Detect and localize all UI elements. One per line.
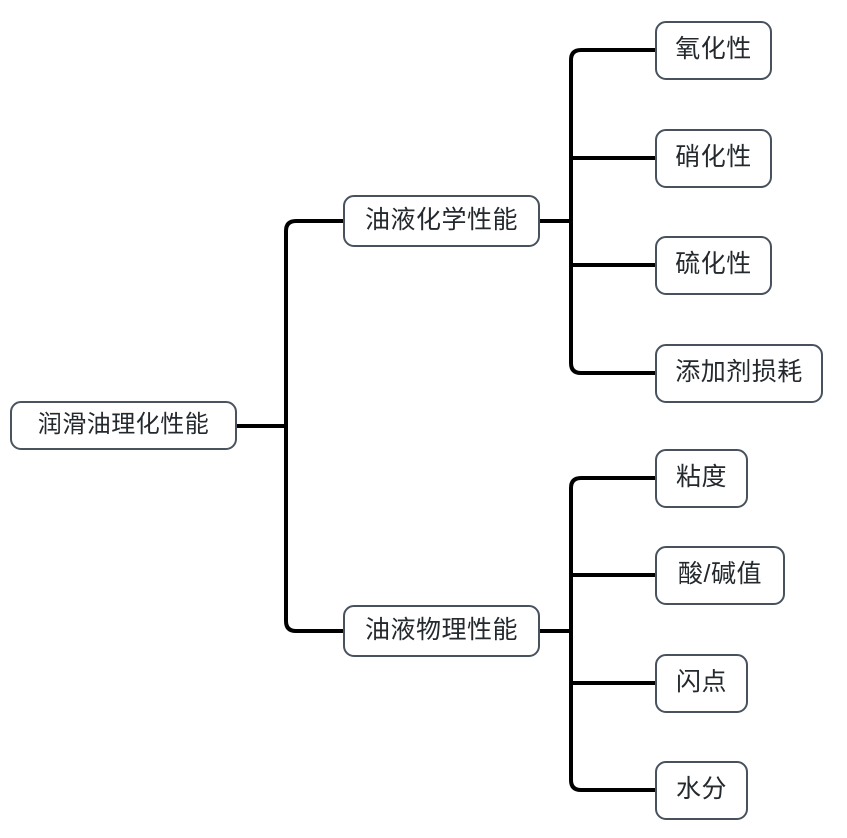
connector-phys-leaf-2: [569, 573, 655, 631]
connector-trunk-lower: [284, 426, 343, 633]
node-branch-oil-chemical[interactable]: 油液化学性能: [343, 195, 540, 247]
node-leaf-oxidation-label: 氧化性: [675, 35, 752, 63]
connector-phys-leaf-4: [569, 631, 655, 792]
node-root-label: 润滑油理化性能: [37, 410, 210, 438]
node-branch-oil-physical-label: 油液物理性能: [364, 615, 518, 644]
node-leaf-viscosity[interactable]: 粘度: [655, 449, 748, 508]
node-leaf-water-content-label: 水分: [675, 775, 727, 803]
node-leaf-additive-depletion-label: 添加剂损耗: [675, 358, 803, 386]
node-leaf-viscosity-label: 粘度: [675, 463, 727, 491]
node-branch-oil-physical[interactable]: 油液物理性能: [343, 605, 540, 657]
node-leaf-acid-base-number-label: 酸/碱值: [678, 560, 762, 588]
node-root[interactable]: 润滑油理化性能: [10, 401, 237, 450]
node-leaf-sulfation-label: 硫化性: [675, 250, 752, 278]
connector-chem-leaf-4: [569, 221, 655, 375]
node-leaf-acid-base-number[interactable]: 酸/碱值: [655, 546, 785, 605]
node-leaf-flash-point[interactable]: 闪点: [655, 654, 748, 713]
node-leaf-water-content[interactable]: 水分: [655, 761, 748, 820]
node-leaf-additive-depletion[interactable]: 添加剂损耗: [655, 344, 823, 403]
node-leaf-nitration[interactable]: 硝化性: [655, 129, 772, 188]
connector-chem-leaf-1: [569, 48, 655, 221]
connector-chem-leaf-2: [569, 156, 655, 221]
node-leaf-flash-point-label: 闪点: [675, 668, 727, 696]
node-leaf-sulfation[interactable]: 硫化性: [655, 236, 772, 295]
connector-phys-leaf-1: [569, 476, 655, 631]
connector-chem-leaf-3: [569, 221, 655, 267]
node-leaf-nitration-label: 硝化性: [675, 143, 752, 171]
node-leaf-oxidation[interactable]: 氧化性: [655, 21, 772, 80]
node-branch-oil-chemical-label: 油液化学性能: [364, 205, 518, 234]
connector-phys-leaf-3: [569, 631, 655, 685]
connector-trunk-upper: [284, 219, 343, 426]
